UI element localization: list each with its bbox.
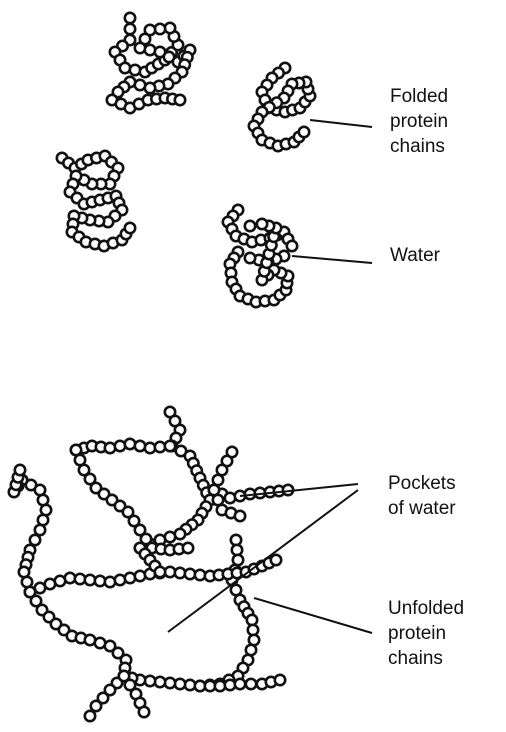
protein-bead <box>30 535 40 545</box>
protein-bead <box>135 571 145 581</box>
protein-bead <box>235 679 245 689</box>
label-folded-protein-chains: Folded protein chains <box>390 84 448 159</box>
protein-bead <box>271 555 281 565</box>
label-water: Water <box>390 243 440 268</box>
protein-bead <box>287 241 297 251</box>
protein-bead <box>15 465 25 475</box>
protein-bead <box>35 525 45 535</box>
protein-bead <box>125 223 135 233</box>
protein-bead <box>139 707 149 717</box>
protein-bead <box>299 127 309 137</box>
protein-bead <box>135 43 145 53</box>
label-unfolded-line-2: protein <box>388 621 464 646</box>
protein-bead <box>245 221 255 231</box>
protein-bead <box>257 219 267 229</box>
label-unfolded-line-3: chains <box>388 646 464 671</box>
protein-bead <box>275 675 285 685</box>
unfolded-protein-chains <box>9 407 293 721</box>
protein-bead <box>125 13 135 23</box>
protein-bead <box>245 253 255 263</box>
protein-bead <box>125 439 135 449</box>
folded-protein-chains <box>57 13 315 307</box>
protein-bead <box>125 573 135 583</box>
label-pockets-of-water: Pockets of water <box>388 471 456 521</box>
protein-bead <box>115 441 125 451</box>
protein-bead <box>105 577 115 587</box>
label-pockets-line-2: of water <box>388 496 456 521</box>
label-water-line-1: Water <box>390 243 440 268</box>
protein-bead <box>120 63 130 73</box>
label-folded-line-1: Folded <box>390 84 448 109</box>
protein-bead <box>235 511 245 521</box>
protein-bead <box>145 45 155 55</box>
protein-bead <box>125 24 135 34</box>
leader-folded <box>310 120 372 127</box>
protein-bead <box>115 575 125 585</box>
leader-unfolded <box>254 598 372 633</box>
protein-bead <box>135 441 145 451</box>
protein-bead <box>85 711 95 721</box>
protein-bead <box>175 95 185 105</box>
label-unfolded-line-1: Unfolded <box>388 596 464 621</box>
leader-lines <box>168 120 372 633</box>
protein-bead <box>183 543 193 553</box>
label-folded-line-2: protein <box>390 109 448 134</box>
protein-bead <box>91 701 101 711</box>
label-unfolded-protein-chains: Unfolded protein chains <box>388 596 464 671</box>
protein-bead <box>246 679 256 689</box>
label-pockets-line-1: Pockets <box>388 471 456 496</box>
protein-bead <box>155 567 165 577</box>
protein-bead <box>165 441 175 451</box>
leader-water <box>292 256 372 263</box>
protein-bead <box>225 493 235 503</box>
label-folded-line-3: chains <box>390 134 448 159</box>
protein-bead <box>130 65 140 75</box>
protein-bead <box>105 443 115 453</box>
